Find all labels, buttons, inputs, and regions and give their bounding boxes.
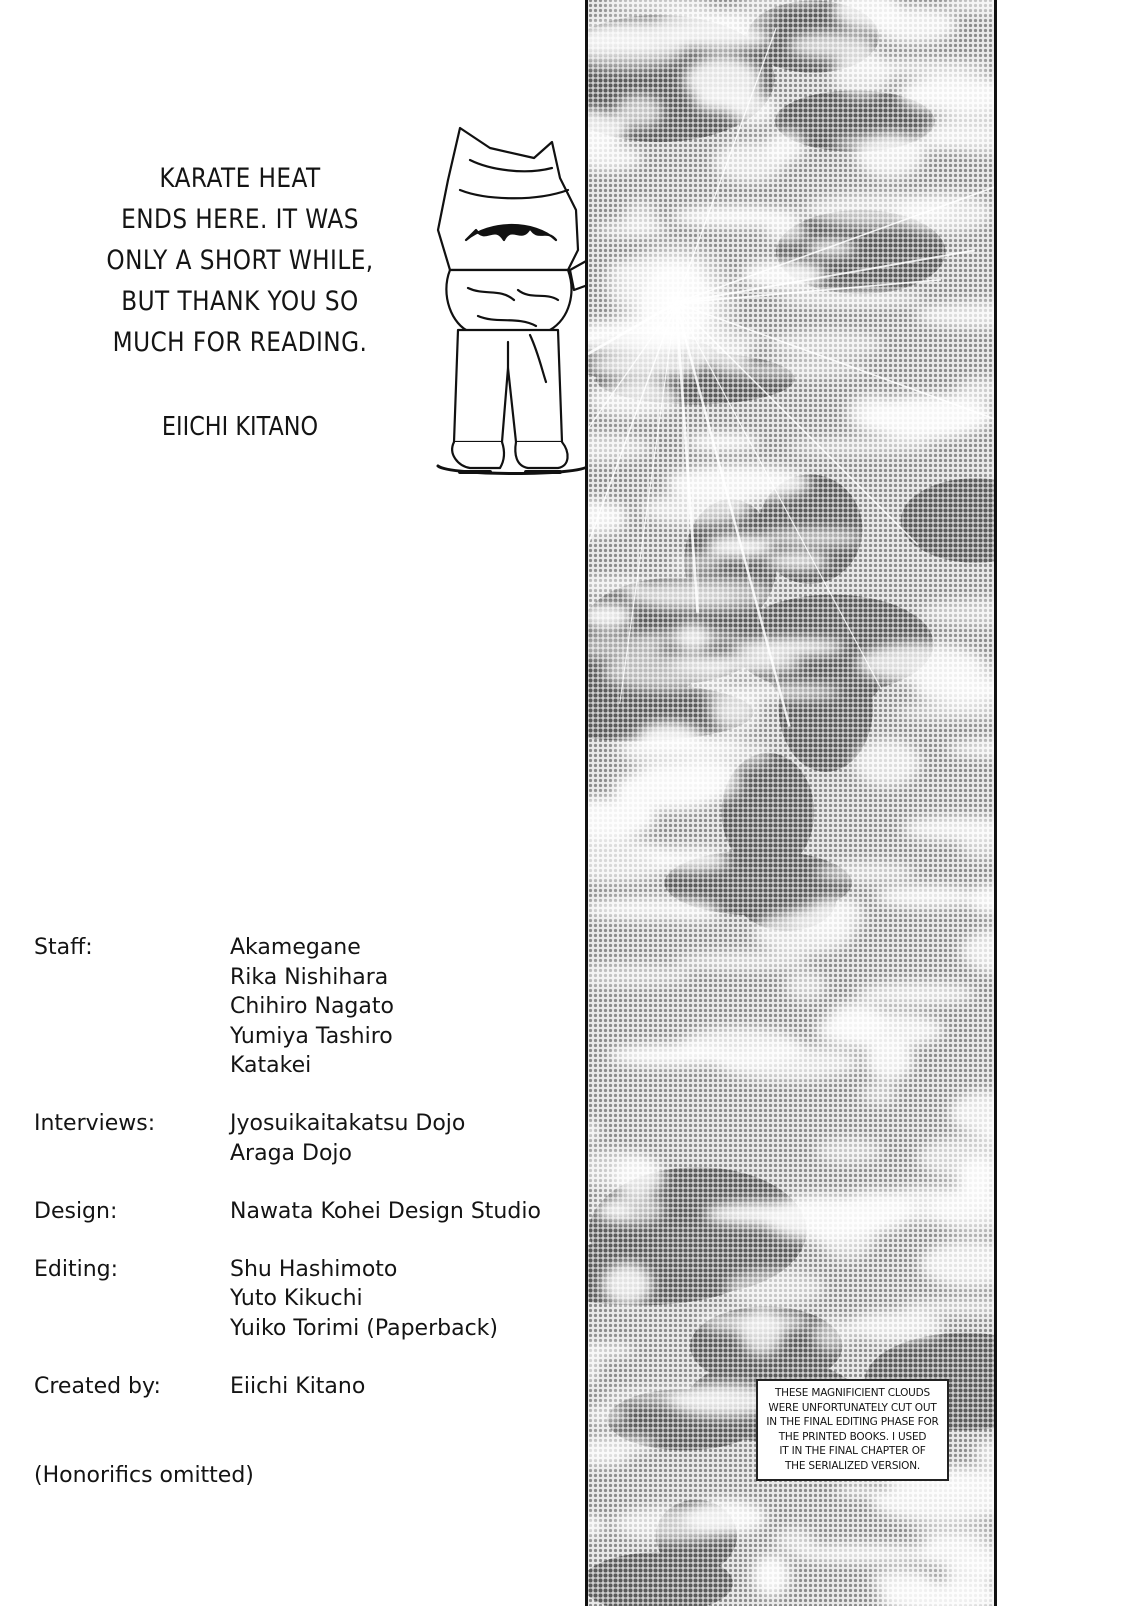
credit-role: Editing: <box>34 1256 119 1282</box>
author-note-line: BUT THANK YOU SO <box>121 286 359 317</box>
credit-role: Design: <box>34 1198 118 1224</box>
caption-line: IN THE FINAL EDITING PHASE FOR <box>766 1416 939 1428</box>
author-note-line: KARATE HEAT <box>159 163 321 194</box>
credit-role: Interviews: <box>34 1111 156 1136</box>
credit-name: Eiichi Kitano <box>230 1373 366 1399</box>
author-note: KARATE HEAT ENDS HERE. IT WAS ONLY A SHO… <box>102 158 377 363</box>
author-signature: EIICHI KITANO <box>161 412 319 442</box>
credit-role: Created by: <box>34 1373 161 1399</box>
clouds-caption-box: THESE MAGNIFICIENT CLOUDS WERE UNFORTUNA… <box>756 1379 949 1481</box>
caption-line: THE SERIALIZED VERSION. <box>784 1459 921 1472</box>
credit-name: Yumiya Tashiro <box>230 1023 393 1049</box>
credit-group-design: Design: Nawata Kohei Design Studio <box>34 1197 594 1227</box>
credit-names: Nawata Kohei Design Studio <box>230 1197 594 1227</box>
credit-name: Chihiro Nagato <box>230 994 394 1019</box>
author-note-line: ONLY A SHORT WHILE, <box>106 245 374 276</box>
caption-line: THESE MAGNIFICIENT CLOUDS <box>774 1387 931 1399</box>
credit-name: Nawata Kohei Design Studio <box>230 1198 541 1224</box>
credit-group-editing: Editing: Shu Hashimoto Yuto Kikuchi Yuik… <box>34 1255 594 1344</box>
credit-name: Jyosuikaitakatsu Dojo <box>230 1111 466 1136</box>
credit-names: Akamegane Rika Nishihara Chihiro Nagato … <box>230 933 594 1081</box>
credit-name: Shu Hashimoto <box>230 1256 398 1282</box>
honorifics-footnote: (Honorifics omitted) <box>34 1463 254 1488</box>
credit-names: Shu Hashimoto Yuto Kikuchi Yuiko Torimi … <box>230 1255 594 1344</box>
credit-names: Jyosuikaitakatsu Dojo Araga Dojo <box>230 1109 594 1168</box>
credit-role: Staff: <box>34 935 93 960</box>
credit-names: Eiichi Kitano <box>230 1372 594 1402</box>
caption-line: IT IN THE FINAL CHAPTER OF <box>779 1445 926 1457</box>
credit-name: Yuiko Torimi (Paperback) <box>230 1315 498 1341</box>
credit-name: Rika Nishihara <box>230 964 389 990</box>
credit-group-staff: Staff: Akamegane Rika Nishihara Chihiro … <box>34 933 594 1081</box>
credit-name: Araga Dojo <box>230 1140 352 1166</box>
caption-line: THE PRINTED BOOKS. I USED <box>778 1430 927 1443</box>
bowing-karateka-illustration <box>430 120 598 490</box>
credit-name: Akamegane <box>230 935 361 960</box>
credit-name: Katakei <box>230 1053 312 1078</box>
cloudy-sky-illustration <box>585 0 997 1606</box>
credit-name: Yuto Kikuchi <box>230 1286 363 1311</box>
credits-list: Staff: Akamegane Rika Nishihara Chihiro … <box>34 933 594 1430</box>
credit-group-created-by: Created by: Eiichi Kitano <box>34 1372 594 1402</box>
author-note-line: MUCH FOR READING. <box>112 327 368 358</box>
caption-line: WERE UNFORTUNATELY CUT OUT <box>768 1401 937 1414</box>
author-note-line: ENDS HERE. IT WAS <box>121 204 359 235</box>
credit-group-interviews: Interviews: Jyosuikaitakatsu Dojo Araga … <box>34 1109 594 1168</box>
